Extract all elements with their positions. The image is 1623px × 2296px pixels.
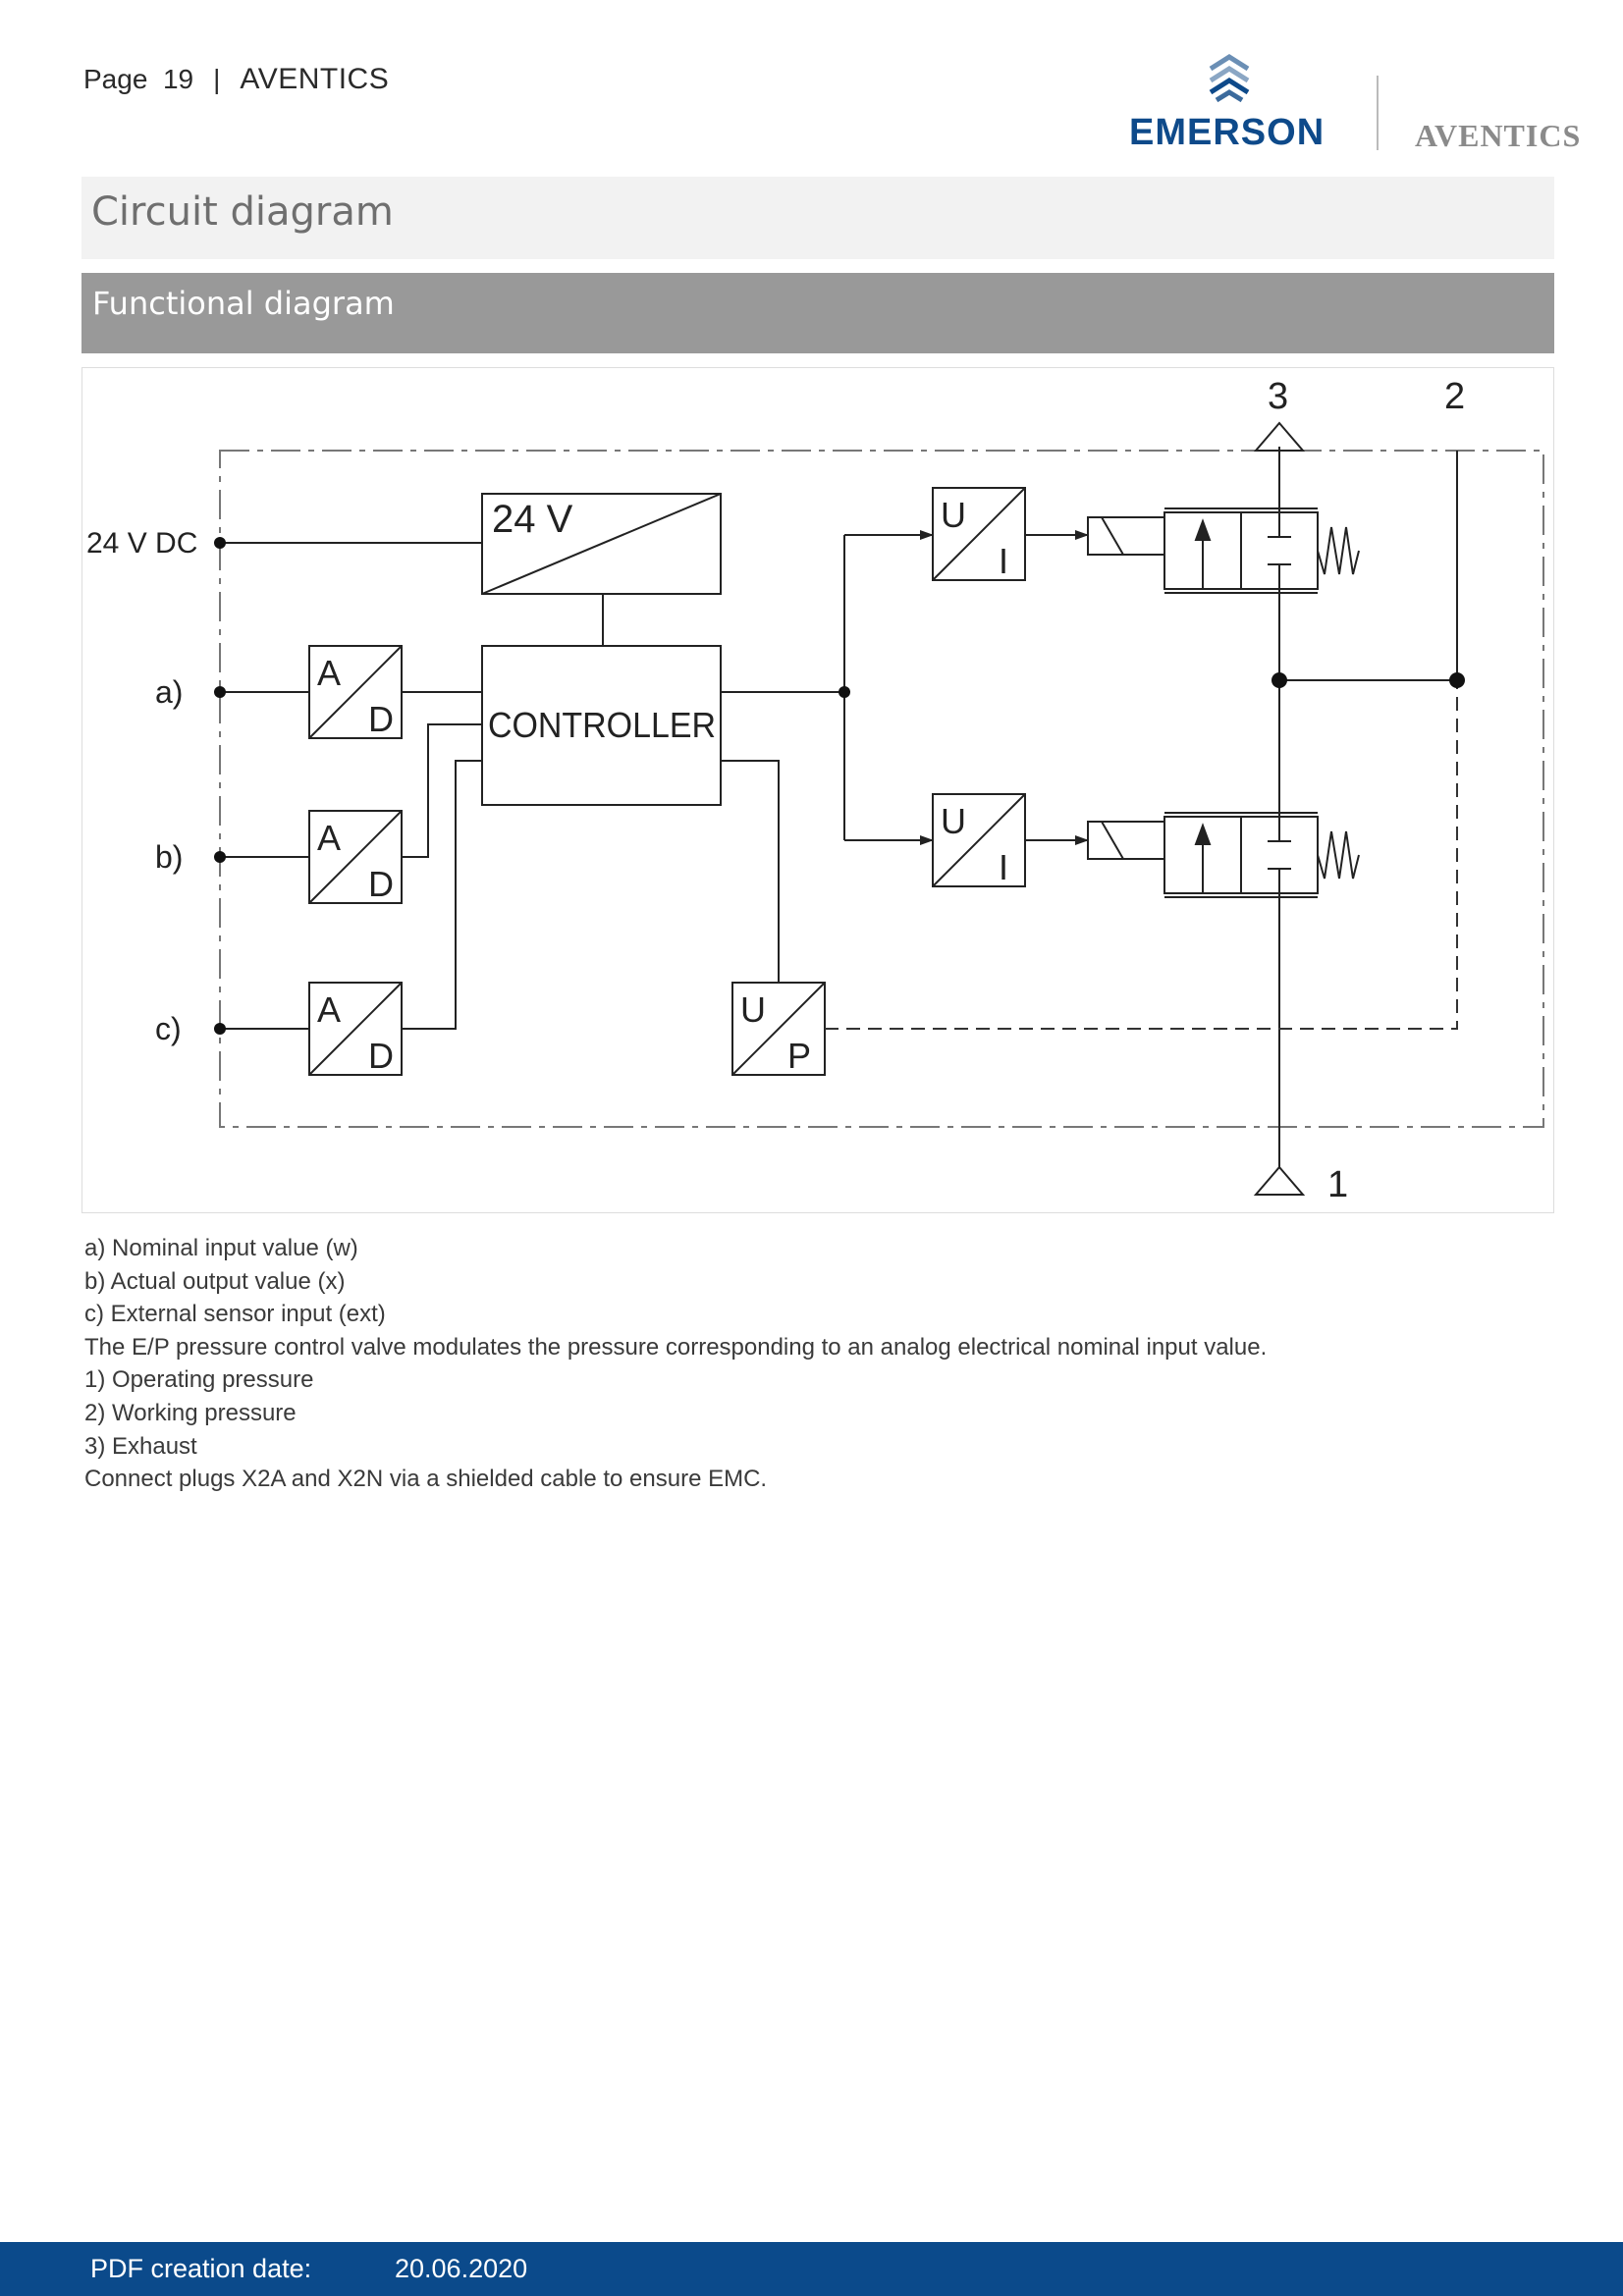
emerson-diamond-icon bbox=[1209, 54, 1250, 103]
subsection-title: Functional diagram bbox=[81, 273, 1554, 353]
ui-bottom-i: I bbox=[999, 847, 1008, 887]
ui-top-u: U bbox=[941, 495, 966, 535]
legend-item: 3) Exhaust bbox=[84, 1432, 197, 1460]
solenoid-valve-top bbox=[1087, 507, 1360, 594]
legend-note: Connect plugs X2A and X2N via a shielded… bbox=[84, 1466, 768, 1493]
page-label: Page 19 bbox=[83, 64, 194, 94]
header-separator: | bbox=[213, 64, 221, 94]
ad-a-top: A bbox=[317, 653, 341, 693]
page-footer: PDF creation date: 20.06.2020 bbox=[0, 2242, 1623, 2296]
ad-a-bottom: D bbox=[368, 699, 394, 739]
functional-diagram: 24 V DC 24 V CONTROLLER a) b) c) A D A D… bbox=[81, 367, 1554, 1213]
legend-description: The E/P pressure control valve modulates… bbox=[84, 1333, 1268, 1361]
sensor-feedback-line bbox=[825, 680, 1458, 1030]
input-label-a: a) bbox=[155, 674, 183, 710]
enclosure-boundary bbox=[219, 450, 1544, 1128]
operating-port-symbol bbox=[1253, 1165, 1306, 1196]
ad-c-top: A bbox=[317, 989, 341, 1030]
circuit-svg: 24 V DC 24 V CONTROLLER a) b) c) A D A D… bbox=[86, 376, 1544, 1205]
port-1-label: 1 bbox=[1327, 1164, 1348, 1205]
legend-item: a) Nominal input value (w) bbox=[84, 1235, 358, 1261]
company-logo: EMERSON AVENTICS bbox=[1124, 51, 1596, 154]
controller-label: CONTROLLER bbox=[488, 705, 716, 745]
port-2-label: 2 bbox=[1444, 376, 1465, 417]
ui-bottom-u: U bbox=[941, 801, 966, 841]
logo-divider bbox=[1377, 76, 1379, 150]
footer-label: PDF creation date: bbox=[90, 2254, 312, 2283]
legend-item: b) Actual output value (x) bbox=[84, 1267, 346, 1295]
input-label-b: b) bbox=[155, 839, 183, 875]
port-3-label: 3 bbox=[1268, 376, 1288, 417]
supply-label: 24 V DC bbox=[86, 527, 197, 560]
legend-item: c) External sensor input (ext) bbox=[84, 1301, 386, 1328]
solenoid-valve-bottom bbox=[1087, 812, 1360, 898]
ad-b-bottom: D bbox=[368, 864, 394, 904]
exhaust-port-symbol bbox=[1253, 421, 1306, 452]
legend-item: 2) Working pressure bbox=[84, 1399, 297, 1426]
power-box-label: 24 V bbox=[492, 498, 573, 541]
header-brand: AVENTICS bbox=[240, 63, 390, 95]
logo-emerson-text: EMERSON bbox=[1129, 112, 1325, 153]
logo-aventics-text: AVENTICS bbox=[1415, 118, 1582, 153]
ui-top-i: I bbox=[999, 541, 1008, 581]
legend-item: 1) Operating pressure bbox=[84, 1366, 314, 1394]
diagram-legend: a) Nominal input value (w) b) Actual out… bbox=[84, 1232, 1267, 1496]
section-title: Circuit diagram bbox=[81, 177, 1554, 259]
ad-c-bottom: D bbox=[368, 1036, 394, 1076]
up-p: P bbox=[787, 1036, 811, 1076]
input-label-c: c) bbox=[155, 1011, 182, 1046]
up-u: U bbox=[740, 989, 766, 1030]
footer-date: 20.06.2020 bbox=[395, 2254, 528, 2283]
page-header: Page 19 | AVENTICS bbox=[83, 63, 389, 96]
ad-b-top: A bbox=[317, 818, 341, 858]
